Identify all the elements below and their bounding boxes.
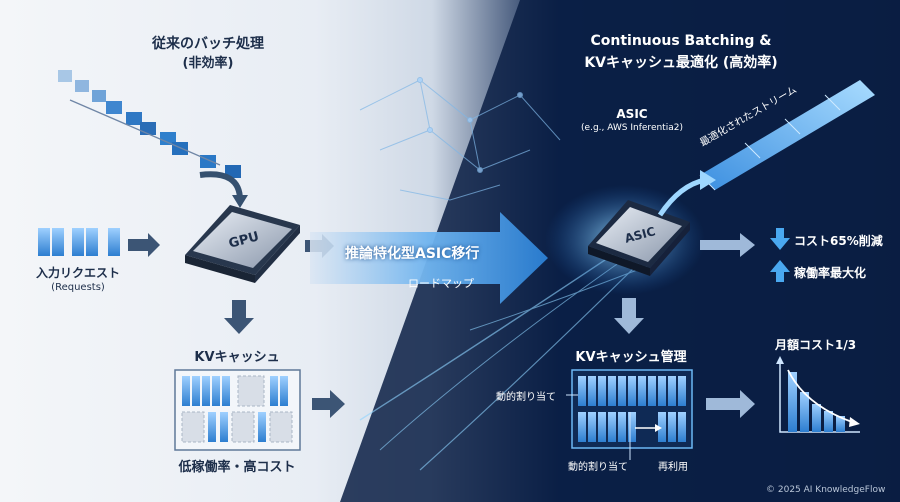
asic-label: ASIC (616, 107, 648, 121)
optimized-stream (657, 80, 875, 217)
arrow-down-icon (224, 300, 254, 334)
cost-reduction-label: コスト65%削減 (794, 234, 883, 248)
asic-sub: (e.g., AWS Inferentia2) (581, 123, 683, 133)
right-title-line1: Continuous Batching & (590, 33, 772, 49)
kv-cache-grid-left (174, 369, 301, 451)
network-lines (359, 77, 561, 201)
right-arrow-icon (700, 233, 755, 257)
chip-icon (588, 200, 690, 276)
input-request-bars (38, 228, 120, 256)
dynamic-alloc-label-2: 動的割り当て (568, 462, 628, 473)
utilization-label: 稼働率最大化 (794, 266, 867, 280)
right-arrow-icon (706, 390, 755, 418)
right-title-line2: KVキャッシュ最適化 (高効率) (584, 55, 778, 71)
dynamic-alloc-label-1: 動的割り当て (496, 392, 556, 403)
kv-cache-grid-right (566, 369, 693, 460)
monthly-cost-chart (776, 356, 860, 433)
arrow-up-icon (770, 260, 790, 282)
kv-cache-title-left: KVキャッシュ (194, 350, 280, 365)
arrow-down-icon (770, 228, 790, 250)
copyright: © 2025 AI KnowledgeFlow (766, 485, 886, 495)
bottom-caption-left: 低稼働率・高コスト (178, 460, 296, 475)
right-arrow-icon (128, 233, 160, 257)
arrow-down-icon (614, 298, 644, 334)
migration-label: 推論特化型ASIC移行 (345, 246, 480, 262)
reuse-label: 再利用 (658, 462, 688, 473)
monthly-cost-label: 月額コスト1/3 (775, 338, 857, 352)
left-title-line2: (非効率) (182, 56, 234, 71)
input-request-label: 入力リクエスト (35, 266, 121, 280)
right-arrow-icon (312, 390, 345, 418)
roadmap-label: ロードマップ (408, 277, 474, 290)
kv-cache-manage-title: KVキャッシュ管理 (575, 350, 687, 365)
request-blocks-stream (58, 70, 248, 208)
left-title-line1: 従来のバッチ処理 (152, 36, 264, 52)
chip-icon (185, 205, 300, 283)
migration-arrow (310, 212, 548, 304)
input-request-sub: (Requests) (51, 282, 105, 293)
